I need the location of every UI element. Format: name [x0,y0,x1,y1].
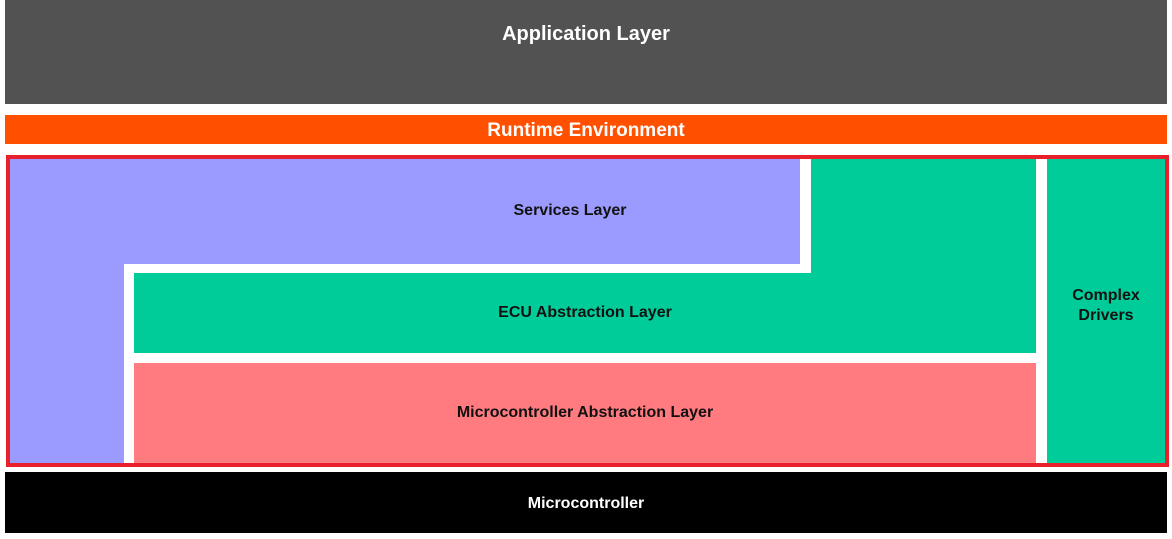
ecu-abstraction-layer-top [811,159,1036,273]
services-layer-side [10,264,124,463]
application-layer-label: Application Layer [502,23,670,45]
microcontroller-abstraction-layer [134,363,1036,463]
complex-drivers [1047,159,1165,463]
runtime-environment: Runtime Environment [5,115,1167,144]
services-layer-top [10,159,800,264]
application-layer: Application Layer [5,0,1167,104]
microcontroller: Microcontroller [5,472,1167,533]
runtime-environment-label: Runtime Environment [487,120,685,141]
ecu-abstraction-layer-label: ECU Abstraction Layer [498,304,672,321]
microcontroller-abstraction-layer-label: Microcontroller Abstraction Layer [456,404,714,421]
microcontroller-label: Microcontroller [527,495,645,512]
ecu-abstraction-layer-main [134,273,1036,353]
services-layer-label: Services Layer [513,202,627,219]
complex-drivers-label: Complex Drivers [1072,287,1140,324]
